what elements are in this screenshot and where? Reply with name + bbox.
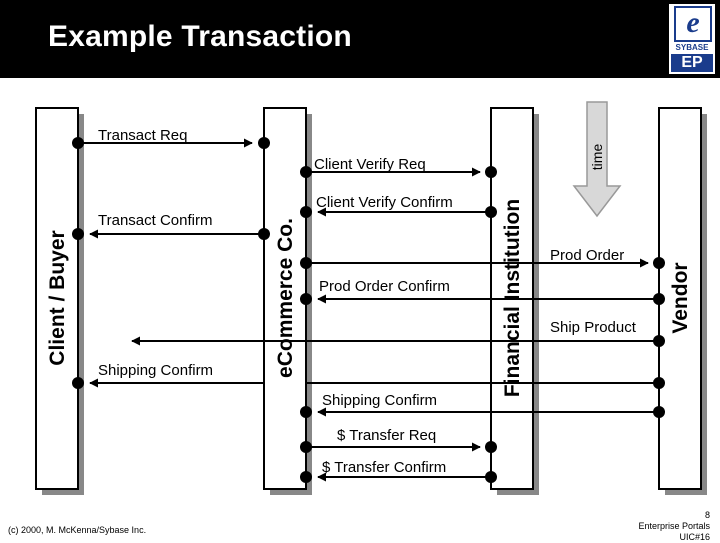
vendor-column [658, 107, 702, 490]
message-label: Prod Order Confirm [319, 278, 450, 295]
message-label: Prod Order [550, 247, 624, 264]
message-shipping-confirm-client: Shipping Confirm [72, 362, 665, 389]
ecommerce-column-label: eCommerce Co. [274, 218, 297, 378]
message-label: Client Verify Req [314, 156, 426, 173]
slide-footer: 8 Enterprise Portals UIC#16 [638, 510, 710, 543]
message-client-verify-confirm: Client Verify Confirm [300, 194, 497, 218]
message-transfer-confirm: $ Transfer Confirm [300, 459, 497, 483]
message-client-verify-req: Client Verify Req [300, 156, 497, 178]
logo-product: EP [671, 54, 713, 72]
course-name: Enterprise Portals [638, 521, 710, 531]
message-label: Shipping Confirm [98, 362, 213, 379]
copyright: (c) 2000, M. McKenna/Sybase Inc. [8, 525, 147, 535]
message-label: Transact Confirm [98, 212, 212, 229]
message-transact-confirm: Transact Confirm [72, 212, 270, 240]
message-shipping-confirm-ecommerce: Shipping Confirm [300, 392, 665, 418]
time-label: time [589, 144, 605, 171]
slide-title: Example Transaction [48, 20, 352, 53]
title-bar: Example Transaction e SYBASE EP [0, 0, 720, 78]
vendor-column-label: Vendor [669, 262, 692, 333]
message-prod-order: Prod Order [300, 247, 665, 269]
message-label: $ Transfer Req [337, 427, 436, 444]
ecommerce-column [263, 107, 307, 490]
message-label: Client Verify Confirm [316, 194, 453, 211]
message-label: Transact Req [98, 127, 187, 144]
course-code: UIC#16 [679, 532, 710, 542]
logo-brand: SYBASE [675, 43, 709, 52]
message-transfer-req: $ Transfer Req [300, 427, 497, 453]
sybase-e-icon: e [674, 6, 712, 42]
message-label: Shipping Confirm [322, 392, 437, 409]
message-prod-order-confirm: Prod Order Confirm [300, 278, 665, 305]
message-label: Ship Product [550, 319, 637, 336]
time-arrow-icon [572, 101, 622, 218]
page-number: 8 [704, 510, 710, 520]
client-column [35, 107, 79, 490]
message-ship-product: Ship Product [131, 319, 665, 347]
message-label: $ Transfer Confirm [322, 459, 446, 476]
message-transact-req: Transact Req [72, 127, 270, 149]
client-column-label: Client / Buyer [46, 230, 69, 365]
sybase-ep-logo: e SYBASE EP [669, 4, 715, 74]
